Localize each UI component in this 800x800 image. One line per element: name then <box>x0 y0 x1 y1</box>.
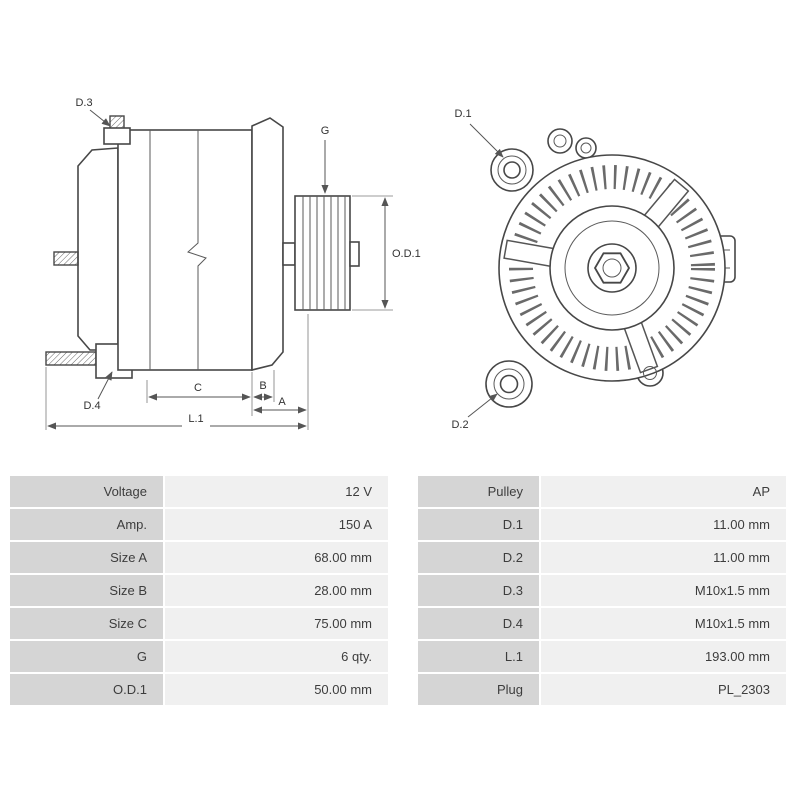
spec-label: Pulley <box>418 476 541 507</box>
dim-label-l1: L.1 <box>188 413 203 425</box>
spec-value: 12 V <box>165 476 388 507</box>
vent-slots <box>509 165 715 371</box>
dim-label-d2: D.2 <box>451 419 468 431</box>
spec-label: D.2 <box>418 542 541 573</box>
dim-label-a: A <box>278 396 286 408</box>
table-row: G 6 qty. <box>10 641 388 672</box>
spec-label: D.3 <box>418 575 541 606</box>
spec-label: Amp. <box>10 509 165 540</box>
spec-value: 6 qty. <box>165 641 388 672</box>
table-row: D.2 11.00 mm <box>418 542 786 573</box>
dim-label-od1: O.D.1 <box>392 248 421 260</box>
upper-stud <box>53 251 79 266</box>
dim-label-d3: D.3 <box>75 97 92 109</box>
spec-label: Plug <box>418 674 541 705</box>
mount-ear-bottom-left <box>485 360 533 408</box>
alternator-drawing: D.3 D.4 G O.D.1 <box>45 97 736 431</box>
stator-body <box>117 129 253 371</box>
spec-label: D.1 <box>418 509 541 540</box>
table-row: L.1 193.00 mm <box>418 641 786 672</box>
table-row: Pulley AP <box>418 476 786 507</box>
spec-value: 75.00 mm <box>165 608 388 639</box>
mount-ear-top-left <box>490 148 534 192</box>
table-row: Amp. 150 A <box>10 509 388 540</box>
technical-diagram: D.3 D.4 G O.D.1 <box>45 97 736 431</box>
hole-d2 <box>499 374 519 394</box>
dim-label-g: G <box>321 125 330 137</box>
front-bracket <box>251 117 284 372</box>
dim-label-d4: D.4 <box>83 400 100 412</box>
spec-label: Size B <box>10 575 165 606</box>
table-row: Size B 28.00 mm <box>10 575 388 606</box>
table-row: O.D.1 50.00 mm <box>10 674 388 705</box>
table-row: Voltage 12 V <box>10 476 388 507</box>
dim-label-c: C <box>194 382 202 394</box>
spec-value: 150 A <box>165 509 388 540</box>
spec-value: 68.00 mm <box>165 542 388 573</box>
spec-label: Size A <box>10 542 165 573</box>
table-row: D.3 M10x1.5 mm <box>418 575 786 606</box>
spec-value: M10x1.5 mm <box>541 608 786 639</box>
spec-table-left: Voltage 12 V Amp. 150 A Size A 68.00 mm … <box>10 474 388 707</box>
spec-label: G <box>10 641 165 672</box>
shaft-nut-front <box>593 252 631 284</box>
spec-label: D.4 <box>418 608 541 639</box>
dim-label-d1: D.1 <box>454 108 471 120</box>
spec-value: AP <box>541 476 786 507</box>
lower-bolt <box>45 351 97 366</box>
table-row: Plug PL_2303 <box>418 674 786 705</box>
hole-d1 <box>503 161 521 179</box>
spec-tables: Voltage 12 V Amp. 150 A Size A 68.00 mm … <box>0 462 800 707</box>
spec-value: 50.00 mm <box>165 674 388 705</box>
front-view: D.1 D.2 <box>451 108 736 431</box>
table-row: Size A 68.00 mm <box>10 542 388 573</box>
spec-label: L.1 <box>418 641 541 672</box>
spec-label: O.D.1 <box>10 674 165 705</box>
spec-value: 11.00 mm <box>541 509 786 540</box>
spec-value: 193.00 mm <box>541 641 786 672</box>
shaft-nut <box>349 241 360 267</box>
side-view: D.3 D.4 G O.D.1 <box>45 97 421 430</box>
spec-value: PL_2303 <box>541 674 786 705</box>
spec-table-right: Pulley AP D.1 11.00 mm D.2 11.00 mm D.3 … <box>418 474 786 707</box>
spec-value: 11.00 mm <box>541 542 786 573</box>
pulley-side <box>294 195 360 311</box>
spec-label: Size C <box>10 608 165 639</box>
shaft <box>282 242 296 266</box>
table-row: D.4 M10x1.5 mm <box>418 608 786 639</box>
rear-housing <box>77 147 119 351</box>
table-row: D.1 11.00 mm <box>418 509 786 540</box>
spec-label: Voltage <box>10 476 165 507</box>
spec-value: 28.00 mm <box>165 575 388 606</box>
table-row: Size C 75.00 mm <box>10 608 388 639</box>
spec-value: M10x1.5 mm <box>541 575 786 606</box>
dim-label-b: B <box>259 380 266 392</box>
